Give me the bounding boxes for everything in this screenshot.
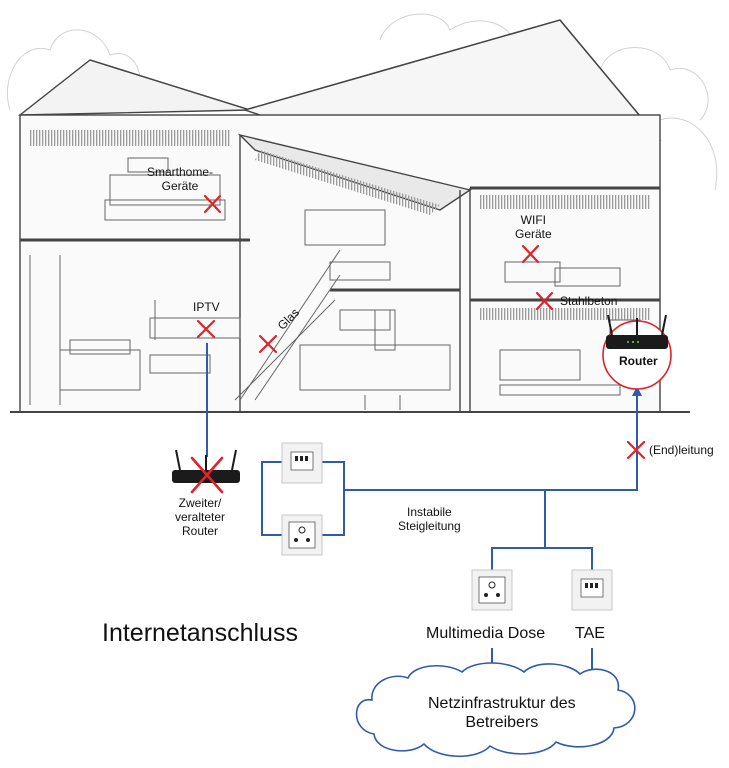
stahlbeton-label: Stahlbeton — [560, 294, 618, 308]
wall-socket-icon — [571, 569, 613, 611]
endleitung-label: (End)leitung — [649, 443, 714, 457]
wall-socket-icon — [281, 514, 323, 556]
router-label: Router — [619, 354, 658, 368]
smarthome-label: Smarthome- Geräte — [147, 165, 214, 193]
x-mark-icon — [203, 194, 222, 214]
x-mark-icon — [196, 319, 216, 339]
x-mark-icon — [626, 440, 646, 460]
cloud-label: Netzinfrastruktur des Betreibers — [428, 695, 576, 731]
cable-arrow-head — [632, 386, 642, 396]
furniture-sketch — [29, 157, 641, 410]
steigleitung-label: Instabile Steigleitung — [398, 505, 461, 533]
tae-socket-label: TAE — [575, 625, 605, 642]
multimedia-socket-label: Multimedia Dose — [426, 625, 546, 642]
x-mark-icon — [258, 334, 278, 354]
cloud-icon — [355, 662, 636, 757]
page-title: Internetanschluss — [102, 619, 298, 647]
cable-lines — [206, 343, 638, 672]
ceiling-slats — [30, 130, 650, 320]
second-router-label: Zweiter/ veralteter Router — [175, 496, 226, 538]
x-mark-icon — [535, 291, 554, 311]
x-mark-icon — [190, 456, 224, 494]
house-outline — [10, 19, 690, 413]
wall-socket-icon — [471, 569, 513, 611]
wall-socket-icon — [281, 442, 323, 484]
router-icon — [602, 314, 672, 390]
x-mark-icon — [521, 244, 540, 264]
iptv-label: IPTV — [193, 300, 220, 314]
wifi-label: WIFI Geräte — [515, 213, 552, 241]
background-trees — [6, 13, 718, 191]
